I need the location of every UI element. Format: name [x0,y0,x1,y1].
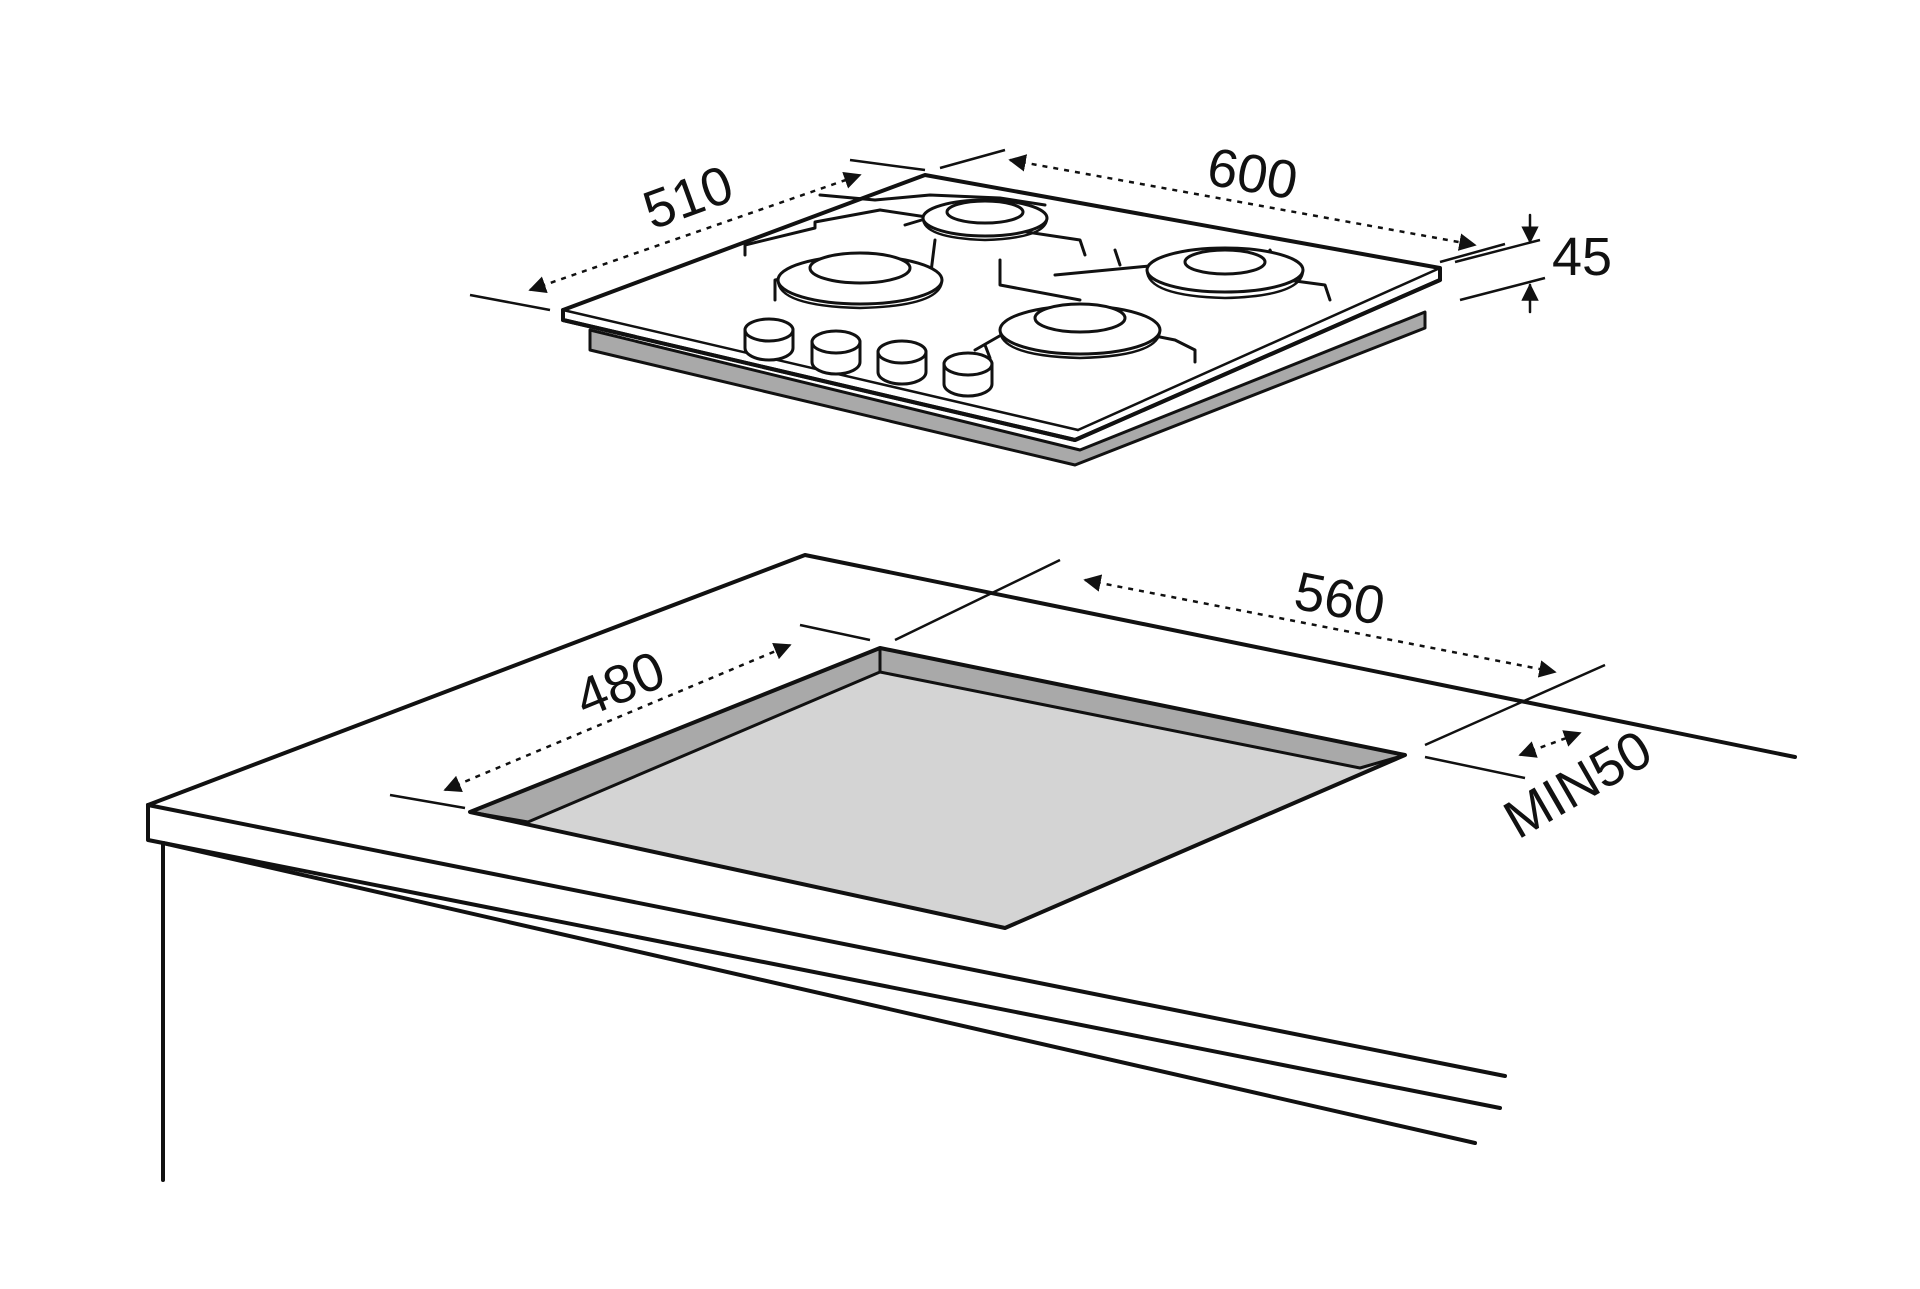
burner-front-right [998,302,1162,360]
hob-front-edge [561,278,1442,442]
hob-base-shadow [588,310,1427,467]
dimension-label-45: 45 [1552,227,1612,287]
worktop-top-edge [146,553,1797,807]
worktop [146,553,1797,1182]
dimension-label-560: 560 [1290,561,1390,637]
control-knob-1 [743,317,795,362]
control-knob-3 [876,339,928,386]
control-knob-4 [942,351,994,398]
dimension-label-510: 510 [636,154,741,241]
burner-rear-right [1145,246,1305,300]
control-knob-2 [810,329,862,376]
cabinet-front [161,841,1477,1145]
dimension-label-600: 600 [1203,137,1302,212]
burner-rear-left [921,198,1049,242]
dimension-min50: MIN50 [1424,719,1662,850]
dimension-600: 600 [939,137,1506,264]
dimension-label-480: 480 [567,640,673,729]
burner-front-left [776,251,944,310]
worktop-front-edge [146,803,1502,1110]
dimension-label-min50: MIN50 [1494,719,1662,850]
dimension-45: 45 [1454,213,1612,314]
